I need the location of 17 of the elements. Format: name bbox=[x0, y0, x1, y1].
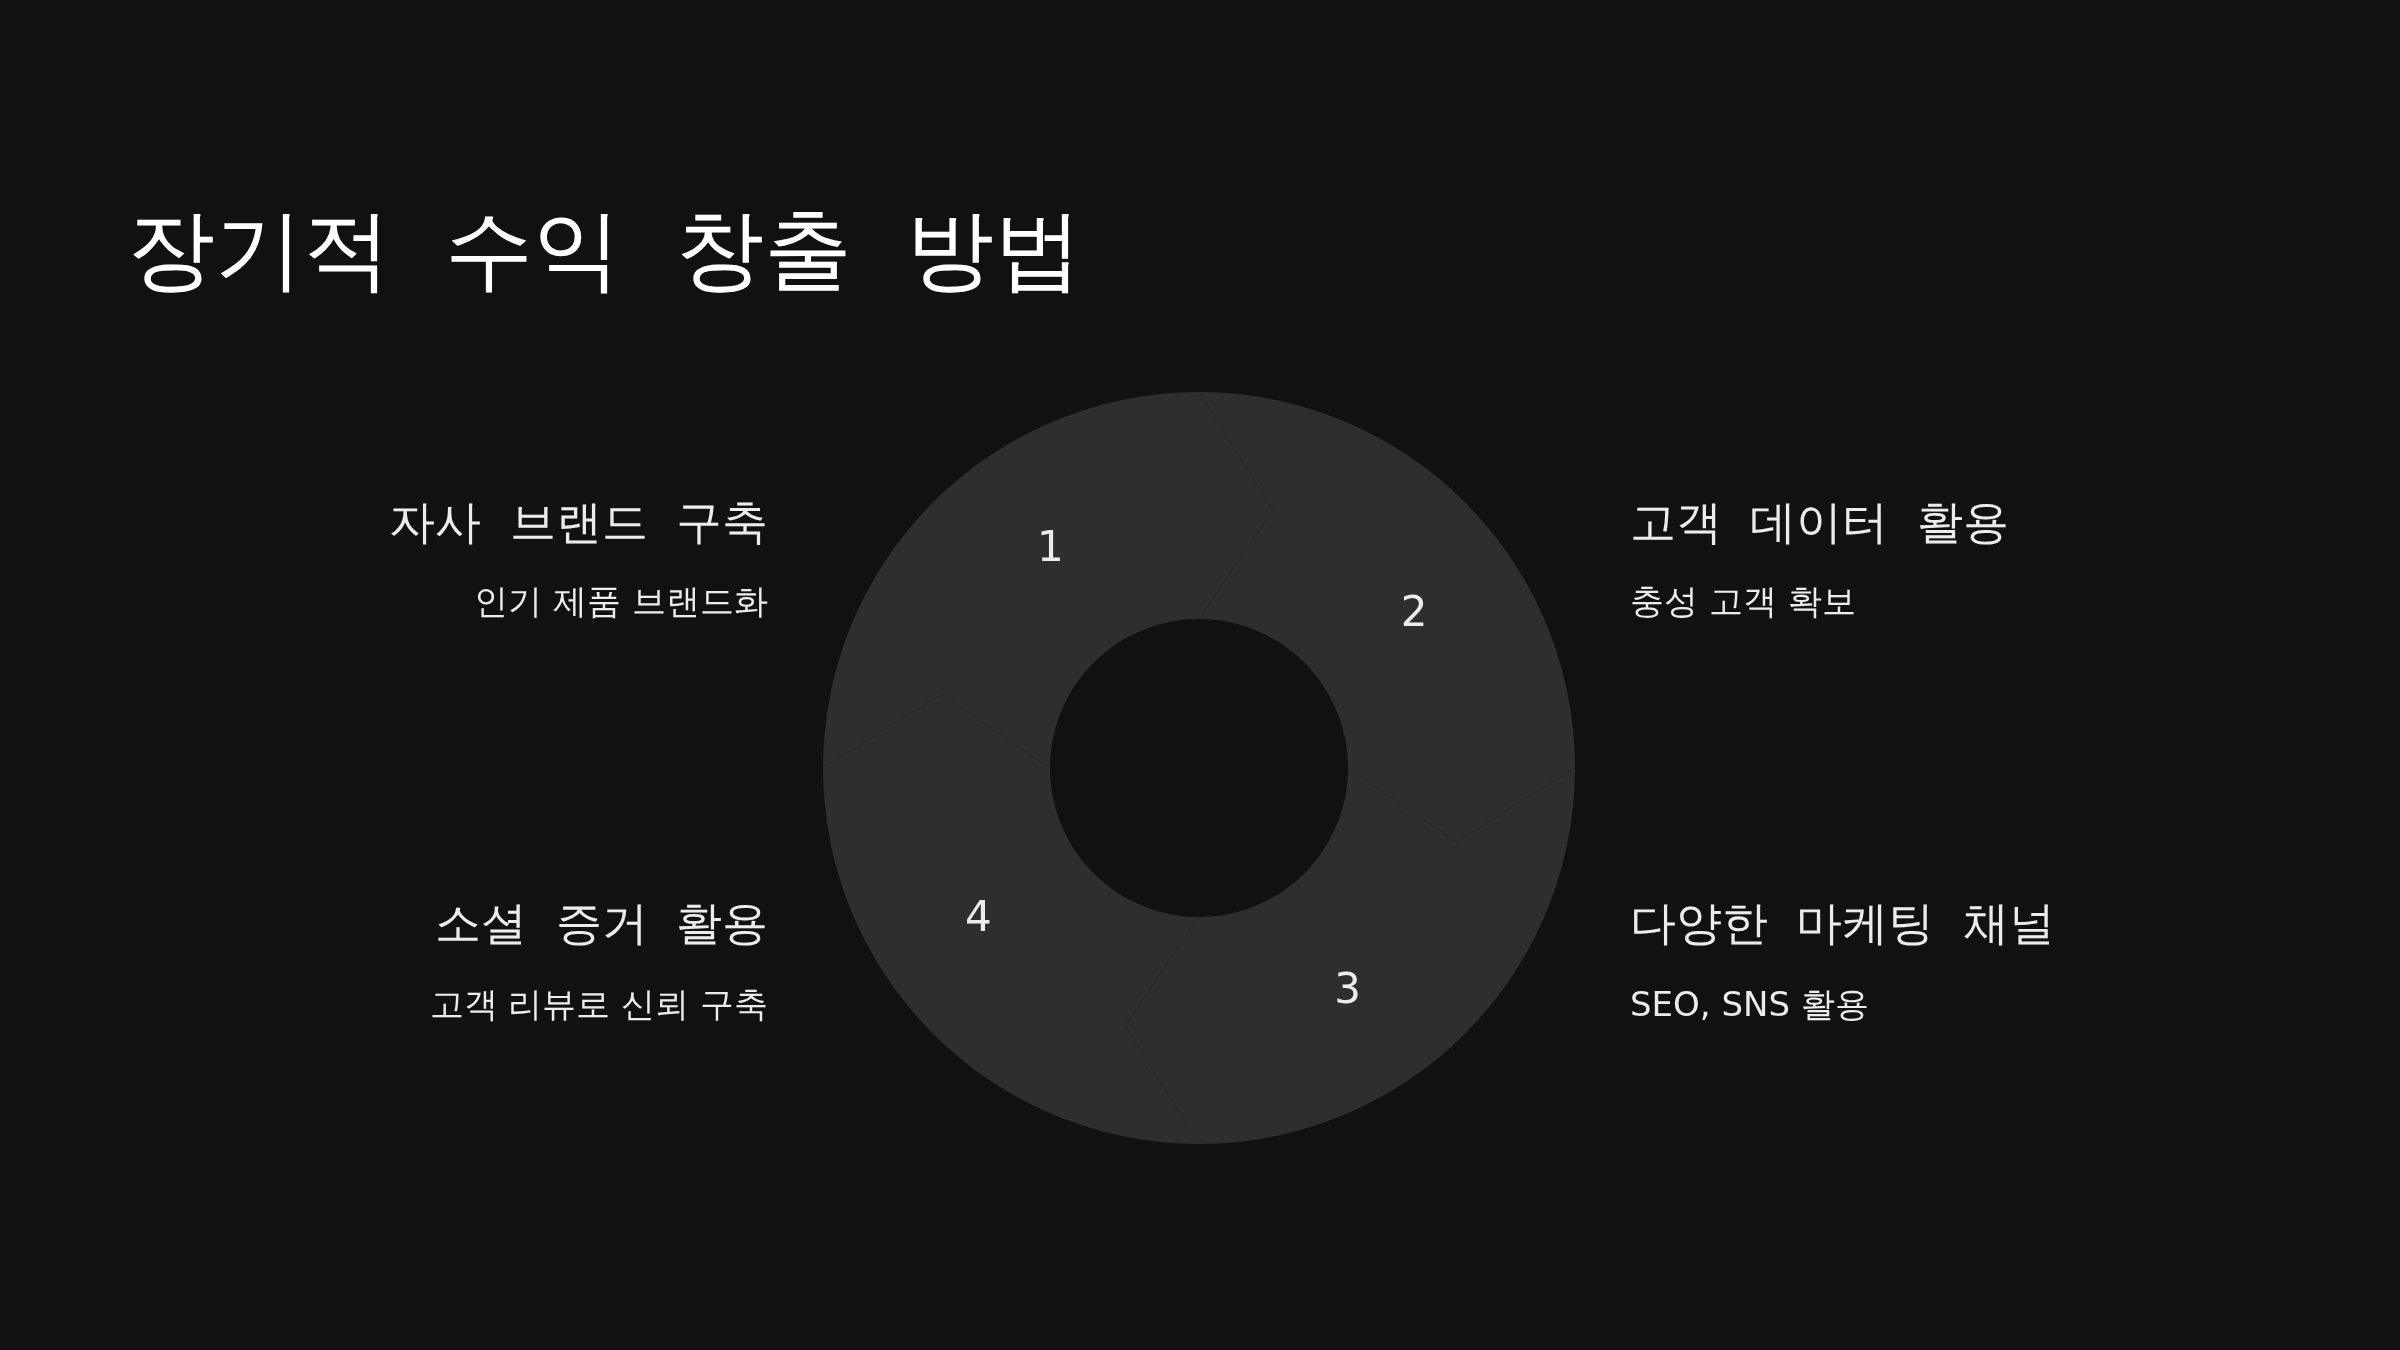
ring-segment bbox=[1199, 392, 1575, 842]
title: 장기적 수익 창출 방법 bbox=[127, 200, 1083, 300]
step-description: 충성 고객 확보 bbox=[1630, 580, 1856, 622]
step-heading: 고객 데이터 활용 bbox=[1630, 494, 2009, 550]
ring-segment bbox=[1125, 768, 1575, 1144]
step-number: 1 bbox=[1036, 523, 1064, 572]
step-number: 4 bbox=[965, 892, 992, 941]
step-description: 인기 제품 브랜드화 bbox=[474, 580, 768, 622]
ring-segment bbox=[823, 392, 1273, 768]
step-heading: 자사 브랜드 구축 bbox=[389, 494, 768, 550]
step-heading: 다양한 마케팅 채널 bbox=[1630, 895, 2055, 951]
ring-segment bbox=[823, 694, 1199, 1144]
step-description: 고객 리뷰로 신뢰 구축 bbox=[429, 983, 768, 1025]
step-heading: 소셜 증거 활용 bbox=[435, 895, 768, 951]
step-number: 3 bbox=[1334, 964, 1362, 1013]
step-number: 2 bbox=[1400, 587, 1428, 636]
step-description: SEO, SNS 활용 bbox=[1630, 983, 1869, 1025]
